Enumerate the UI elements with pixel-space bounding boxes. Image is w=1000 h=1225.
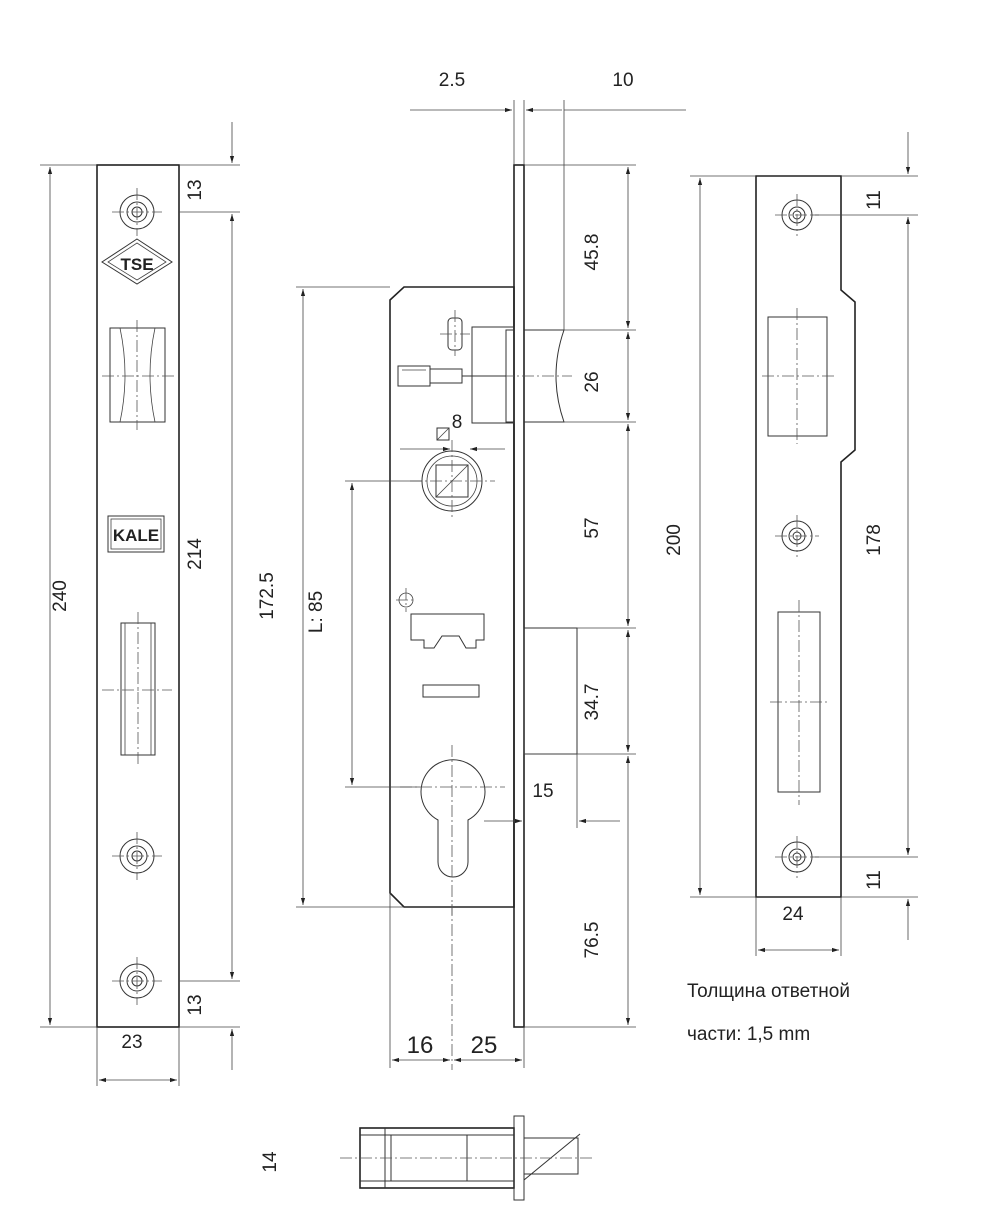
svg-text:13: 13 — [185, 994, 206, 1015]
front-plate — [513, 164, 525, 1028]
svg-text:L: 85: L: 85 — [306, 591, 327, 633]
svg-text:11: 11 — [864, 870, 885, 890]
slot — [422, 684, 480, 698]
kale-logo: KALE — [107, 515, 165, 553]
svg-text:11: 11 — [864, 190, 885, 210]
faceplate-outline — [96, 164, 180, 1028]
latch-screw-mark — [440, 310, 470, 356]
dimension-76.5: 76.5 — [582, 922, 603, 959]
faceplate-bolt-opening — [102, 612, 172, 765]
dimension-24: 24 — [755, 897, 842, 956]
svg-text:TSE: TSE — [120, 255, 153, 274]
svg-text:25: 25 — [471, 1032, 498, 1059]
strike-plate-outline — [755, 175, 856, 898]
latch-spring-rod — [397, 365, 506, 387]
strike-screw-hole-middle — [775, 515, 819, 557]
dimension-172.5: 172.5 — [257, 286, 404, 908]
spindle-follower — [410, 440, 495, 520]
dimension-L85: L: 85 — [306, 480, 422, 788]
cylinder-cutout — [400, 745, 505, 915]
svg-text:240: 240 — [50, 580, 71, 612]
dimension-11-top: 11 — [864, 132, 911, 210]
dimension-34.7: 34.7 — [582, 684, 603, 721]
dimension-200: 200 — [664, 175, 756, 898]
lock-body-view: 8 2.5 — [257, 70, 686, 1070]
svg-text:13: 13 — [185, 179, 206, 200]
dimension-16-25: 16 25 — [389, 893, 525, 1068]
svg-text:Толщина ответной: Толщина ответной — [687, 981, 850, 1002]
faceplate-screw-hole-middle — [112, 832, 162, 880]
svg-text:KALE: KALE — [113, 526, 159, 545]
dimension-chain-right — [524, 164, 636, 1028]
strike-plate-view: 200 178 11 11 24 — [664, 132, 918, 956]
latch — [462, 326, 572, 424]
strike-thickness-note: Толщина ответной части: 1,5 mm — [687, 981, 850, 1045]
faceplate-view: TSE KALE — [40, 122, 240, 1086]
dimension-square-8: 8 — [400, 412, 505, 452]
svg-text:2.5: 2.5 — [439, 70, 465, 91]
dimension-57: 57 — [582, 517, 603, 538]
dimension-2.5: 2.5 — [410, 70, 525, 165]
strike-latch-opening — [762, 308, 834, 444]
bolt — [523, 627, 578, 755]
svg-text:8: 8 — [452, 412, 463, 433]
dimension-15: 15 — [484, 754, 620, 828]
faceplate-screw-hole-top — [112, 188, 162, 236]
dimension-14: 14 — [260, 1151, 281, 1173]
dimension-10: 10 — [526, 70, 686, 330]
bottom-view: 14 — [260, 1115, 595, 1201]
cam-lever — [396, 588, 485, 649]
dimension-13-top: 13 — [185, 122, 235, 201]
dimension-23: 23 — [96, 1027, 180, 1086]
dimension-26: 26 — [582, 371, 603, 392]
svg-text:200: 200 — [664, 524, 685, 556]
svg-text:23: 23 — [121, 1032, 142, 1053]
dimension-240: 240 — [40, 164, 97, 1028]
faceplate-latch-opening — [102, 320, 175, 430]
dimension-214: 214 — [179, 164, 240, 1028]
dimension-178: 178 — [812, 175, 918, 898]
tse-logo: TSE — [101, 238, 173, 285]
svg-text:15: 15 — [532, 781, 553, 802]
svg-text:178: 178 — [864, 524, 885, 556]
svg-text:части: 1,5 mm: части: 1,5 mm — [687, 1024, 810, 1045]
strike-bolt-opening — [770, 600, 828, 805]
svg-text:10: 10 — [612, 70, 633, 91]
svg-text:172.5: 172.5 — [257, 572, 278, 620]
dimension-11-bottom: 11 — [864, 870, 911, 940]
dimension-45.8: 45.8 — [582, 234, 603, 271]
svg-text:214: 214 — [185, 538, 206, 570]
dimension-13-bottom: 13 — [185, 994, 235, 1070]
faceplate-screw-hole-bottom — [112, 957, 162, 1005]
svg-text:16: 16 — [407, 1032, 434, 1059]
svg-text:24: 24 — [782, 904, 804, 925]
